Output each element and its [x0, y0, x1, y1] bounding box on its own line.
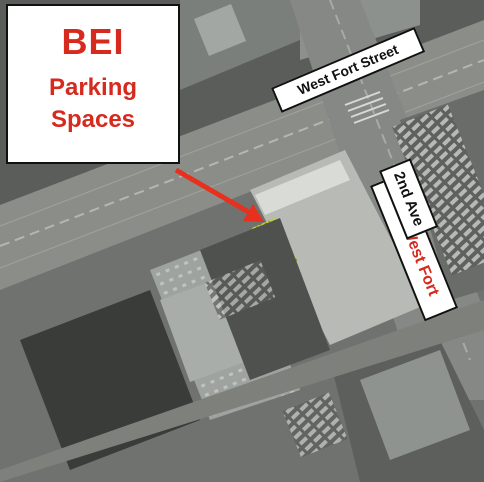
callout-line-1: Parking: [48, 74, 138, 101]
callout-line-2: Spaces: [50, 106, 136, 133]
parking-callout: BEI Parking Spaces: [6, 4, 180, 164]
bei-logo-text: BEI: [61, 21, 125, 62]
bei-logo: BEI: [8, 24, 178, 60]
callout-title: Parking Spaces: [8, 72, 178, 136]
